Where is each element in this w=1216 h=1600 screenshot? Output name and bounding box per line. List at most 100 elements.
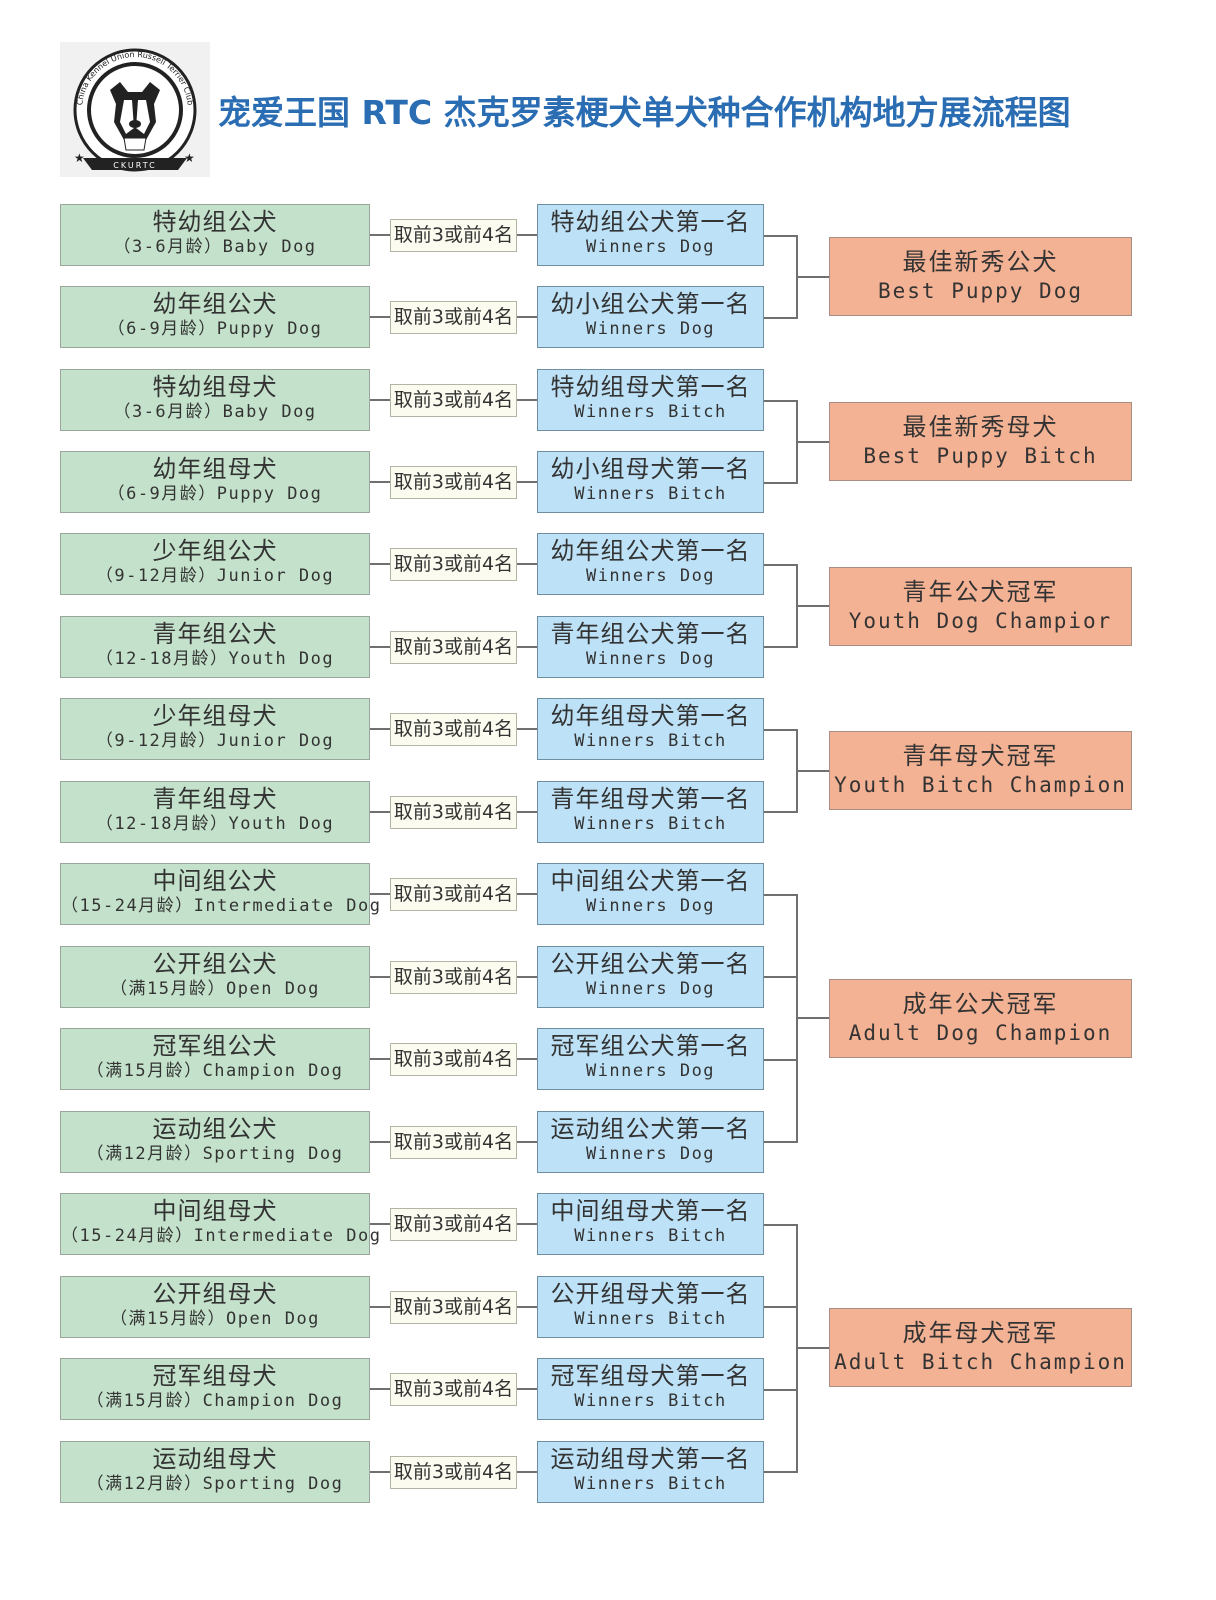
category-name-cn: 运动组母犬 <box>152 1445 278 1473</box>
winner-name-en: Winners Dog <box>585 1061 716 1081</box>
category-name-cn: 幼年组母犬 <box>152 455 278 483</box>
winner-box: 中间组公犬第一名 Winners Dog <box>537 863 764 925</box>
bracket-youth-bitch <box>764 729 829 813</box>
winner-name-cn: 公开组母犬第一名 <box>550 1280 751 1308</box>
award-name-en: Best Puppy Bitch <box>863 444 1098 468</box>
category-name-en: （满15月龄）Champion Dog <box>86 1391 344 1411</box>
page-title: 宠爱王国 RTC 杰克罗素梗犬单犬种合作机构地方展流程图 <box>218 93 1071 132</box>
winner-name-cn: 冠军组母犬第一名 <box>550 1362 751 1390</box>
award-box-youth-dog: 青年公犬冠军 Youth Dog Champior <box>829 567 1132 646</box>
category-name-en: （12-18月龄）Youth Dog <box>95 814 335 834</box>
winner-name-en: Winners Bitch <box>574 484 727 504</box>
selection-rule-box: 取前3或前4名 <box>390 1456 517 1489</box>
winner-box: 幼年组公犬第一名 Winners Dog <box>537 533 764 595</box>
winner-box: 公开组公犬第一名 Winners Dog <box>537 946 764 1008</box>
winner-name-en: Winners Bitch <box>574 814 727 834</box>
selection-rule-box: 取前3或前4名 <box>390 1043 517 1076</box>
winner-name-cn: 中间组母犬第一名 <box>550 1197 751 1225</box>
category-name-en: （满15月龄）Open Dog <box>110 1309 320 1329</box>
category-name-en: （12-18月龄）Youth Dog <box>95 649 335 669</box>
category-name-cn: 幼年组公犬 <box>152 290 278 318</box>
selection-rule-box: 取前3或前4名 <box>390 631 517 664</box>
category-name-cn: 公开组公犬 <box>152 950 278 978</box>
winner-name-cn: 幼小组公犬第一名 <box>550 290 751 318</box>
category-box: 青年组母犬 （12-18月龄）Youth Dog <box>60 781 370 843</box>
selection-rule-box: 取前3或前4名 <box>390 961 517 994</box>
category-name-cn: 中间组母犬 <box>152 1197 278 1225</box>
club-logo: China Kennel Union Russell Terrier Club … <box>60 42 210 177</box>
winner-name-en: Winners Dog <box>585 649 716 669</box>
winner-name-cn: 青年组母犬第一名 <box>550 785 751 813</box>
award-box-adult-bitch: 成年母犬冠军 Adult Bitch Champion <box>829 1308 1132 1387</box>
award-name-cn: 最佳新秀母犬 <box>902 413 1059 441</box>
category-name-en: （15-24月龄）Intermediate Dog <box>61 896 382 916</box>
star-icon: ★ <box>184 151 195 165</box>
bracket-adult-dog <box>764 894 829 1143</box>
bracket-best-puppy-dog <box>764 235 829 319</box>
winner-name-cn: 幼年组母犬第一名 <box>550 702 751 730</box>
winner-box: 青年组母犬第一名 Winners Bitch <box>537 781 764 843</box>
selection-rule-box: 取前3或前4名 <box>390 1291 517 1324</box>
winner-name-cn: 运动组母犬第一名 <box>550 1445 751 1473</box>
category-box: 少年组母犬 （9-12月龄）Junior Dog <box>60 698 370 760</box>
category-name-cn: 冠军组母犬 <box>152 1362 278 1390</box>
winner-name-en: Winners Bitch <box>574 1309 727 1329</box>
category-name-en: （3-6月龄）Baby Dog <box>113 402 317 422</box>
award-box-best-puppy-dog: 最佳新秀公犬 Best Puppy Dog <box>829 237 1132 316</box>
winner-name-en: Winners Dog <box>585 979 716 999</box>
category-name-cn: 中间组公犬 <box>152 867 278 895</box>
category-box: 特幼组公犬 （3-6月龄）Baby Dog <box>60 204 370 266</box>
selection-rule-box: 取前3或前4名 <box>390 219 517 252</box>
winner-box: 幼小组母犬第一名 Winners Bitch <box>537 451 764 513</box>
category-box: 公开组公犬 （满15月龄）Open Dog <box>60 946 370 1008</box>
category-name-en: （满15月龄）Open Dog <box>110 979 320 999</box>
winner-name-en: Winners Bitch <box>574 1391 727 1411</box>
category-box: 特幼组母犬 （3-6月龄）Baby Dog <box>60 369 370 431</box>
award-box-youth-bitch: 青年母犬冠军 Youth Bitch Champion <box>829 731 1132 810</box>
category-box: 中间组公犬 （15-24月龄）Intermediate Dog <box>60 863 382 925</box>
award-box-best-puppy-bitch: 最佳新秀母犬 Best Puppy Bitch <box>829 402 1132 481</box>
logo-bottom-text: CKURTC <box>113 161 156 170</box>
category-name-cn: 少年组公犬 <box>152 537 278 565</box>
category-box: 运动组公犬 （满12月龄）Sporting Dog <box>60 1111 370 1173</box>
bracket-adult-bitch <box>764 1224 829 1473</box>
category-name-en: （6-9月龄）Puppy Dog <box>107 319 323 339</box>
category-name-cn: 特幼组公犬 <box>152 208 278 236</box>
winner-name-en: Winners Bitch <box>574 1226 727 1246</box>
winner-name-en: Winners Dog <box>585 237 716 257</box>
award-name-cn: 成年母犬冠军 <box>902 1319 1059 1347</box>
winner-name-en: Winners Dog <box>585 319 716 339</box>
winner-box: 公开组母犬第一名 Winners Bitch <box>537 1276 764 1338</box>
category-name-en: （15-24月龄）Intermediate Dog <box>61 1226 382 1246</box>
category-name-cn: 少年组母犬 <box>152 702 278 730</box>
bracket-youth-dog <box>764 564 829 648</box>
category-box: 少年组公犬 （9-12月龄）Junior Dog <box>60 533 370 595</box>
category-name-en: （3-6月龄）Baby Dog <box>113 237 317 257</box>
award-box-adult-dog: 成年公犬冠军 Adult Dog Champion <box>829 979 1132 1058</box>
winner-name-cn: 冠军组公犬第一名 <box>550 1032 751 1060</box>
winner-box: 冠军组公犬第一名 Winners Dog <box>537 1028 764 1090</box>
category-name-en: （满12月龄）Sporting Dog <box>86 1474 344 1494</box>
winner-box: 冠军组母犬第一名 Winners Bitch <box>537 1358 764 1420</box>
selection-rule-box: 取前3或前4名 <box>390 301 517 334</box>
category-name-cn: 运动组公犬 <box>152 1115 278 1143</box>
selection-rule-box: 取前3或前4名 <box>390 384 517 417</box>
winner-name-en: Winners Dog <box>585 566 716 586</box>
selection-rule-box: 取前3或前4名 <box>390 548 517 581</box>
category-name-en: （6-9月龄）Puppy Dog <box>107 484 323 504</box>
category-name-cn: 特幼组母犬 <box>152 373 278 401</box>
winner-name-cn: 运动组公犬第一名 <box>550 1115 751 1143</box>
award-name-cn: 最佳新秀公犬 <box>902 248 1059 276</box>
winner-name-en: Winners Dog <box>585 896 716 916</box>
selection-rule-box: 取前3或前4名 <box>390 466 517 499</box>
winner-name-en: Winners Bitch <box>574 731 727 751</box>
category-name-cn: 青年组公犬 <box>152 620 278 648</box>
winner-name-cn: 特幼组母犬第一名 <box>550 373 751 401</box>
selection-rule-box: 取前3或前4名 <box>390 1126 517 1159</box>
winner-name-cn: 公开组公犬第一名 <box>550 950 751 978</box>
winner-name-en: Winners Bitch <box>574 402 727 422</box>
category-name-en: （9-12月龄）Junior Dog <box>95 566 335 586</box>
category-box: 冠军组公犬 （满15月龄）Champion Dog <box>60 1028 370 1090</box>
bracket-best-puppy-bitch <box>764 400 829 484</box>
star-icon: ★ <box>74 151 85 165</box>
